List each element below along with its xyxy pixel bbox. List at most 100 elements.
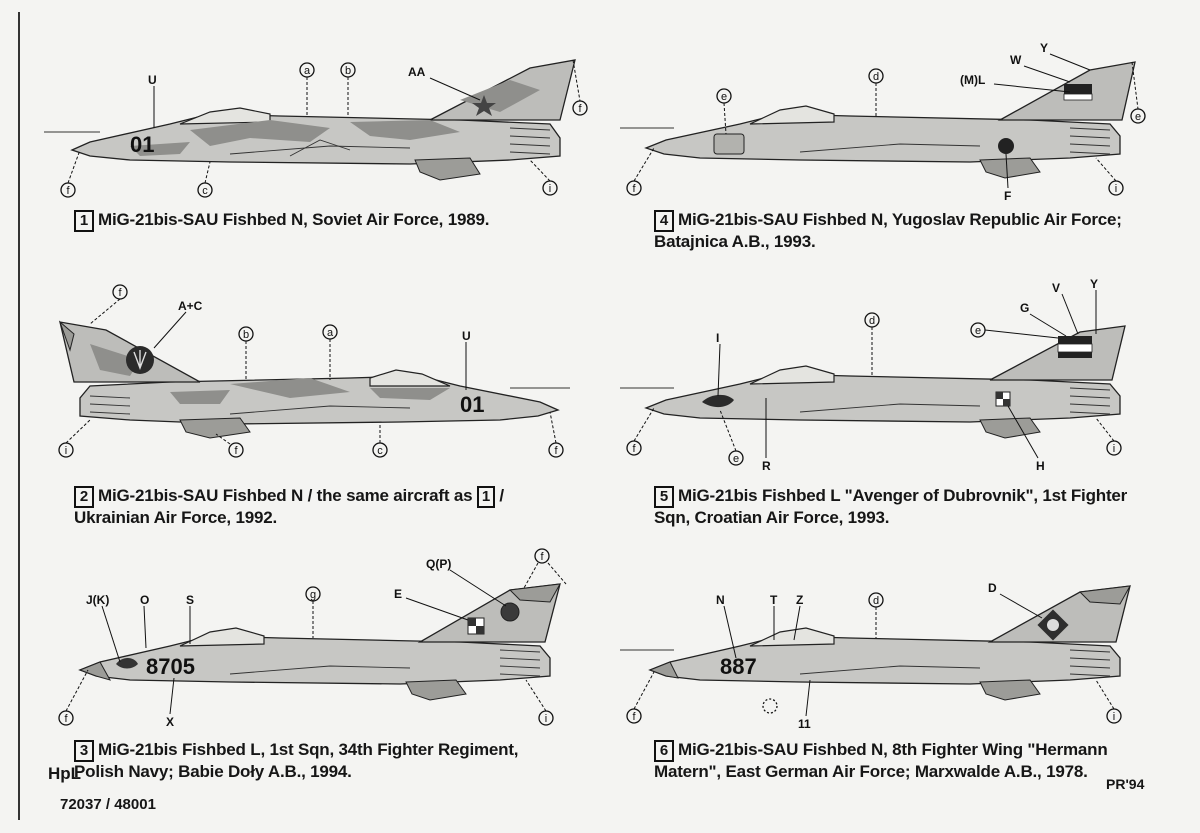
label-N: N [716, 593, 725, 607]
label-R: R [762, 459, 771, 473]
aircraft-3-number: 8705 [146, 654, 195, 679]
caption-line-2: Ukrainian Air Force, 1992. [74, 508, 277, 527]
caption-line-2: Sqn, Croatian Air Force, 1993. [654, 508, 890, 527]
label-f-belly: f [234, 445, 238, 457]
label-b: b [243, 329, 249, 341]
label-H: H [1036, 459, 1045, 473]
caption-line-1: MiG-21bis Fishbed L "Avenger of Dubrovni… [678, 486, 1128, 505]
caption-number: 5 [654, 486, 674, 508]
label-i: i [1113, 443, 1115, 455]
label-f: f [632, 443, 636, 455]
label-11: 11 [798, 717, 811, 731]
label-d: d [873, 71, 879, 83]
aircraft-4-profile: d e Y W (M)L e f i F [620, 41, 1146, 203]
label-g: g [310, 589, 316, 601]
label-i: i [549, 183, 551, 195]
label-V: V [1052, 281, 1060, 295]
label-a: a [304, 65, 311, 77]
label-b: b [345, 65, 351, 77]
label-G: G [1020, 301, 1029, 315]
aircraft-6-profile: 887 N T Z d D f 11 i [620, 581, 1131, 731]
label-d: d [869, 315, 875, 327]
caption-number: 6 [654, 740, 674, 762]
label-e-front: e [721, 91, 727, 103]
label-D: D [988, 581, 997, 595]
label-c: c [202, 185, 208, 197]
label-F: F [1004, 189, 1011, 203]
label-W: W [1010, 53, 1022, 67]
aircraft-2-number: 01 [460, 392, 484, 417]
label-S: S [186, 593, 194, 607]
label-i: i [65, 445, 67, 457]
label-AC: A+C [178, 299, 203, 313]
caption-line-2: Polish Navy; Babie Doły A.B., 1994. [74, 762, 352, 781]
label-Y: Y [1040, 41, 1048, 55]
caption-slash: / [499, 486, 504, 505]
aircraft-1-number: 01 [130, 132, 154, 157]
caption-line-1: MiG-21bis-SAU Fishbed N, 8th Fighter Win… [678, 740, 1108, 759]
aircraft-1-profile: 01 U a b AA f f c i [44, 59, 588, 198]
label-a: a [327, 327, 334, 339]
label-I: I [716, 331, 719, 345]
label-i: i [1115, 183, 1117, 195]
caption-line-1: MiG-21bis Fishbed L, 1st Sqn, 34th Fight… [98, 740, 519, 759]
label-c: c [377, 445, 383, 457]
label-f-nose: f [64, 713, 68, 725]
label-U: U [148, 73, 157, 87]
caption-line-1: MiG-21bis-SAU Fishbed N / the same aircr… [98, 486, 473, 505]
caption-number: 3 [74, 740, 94, 762]
label-O: O [140, 593, 149, 607]
label-d: d [873, 595, 879, 607]
label-T: T [770, 593, 778, 607]
caption-text: MiG-21bis-SAU Fishbed N, Soviet Air Forc… [98, 210, 490, 229]
aircraft-3-profile: 8705 J(K) O S g Q(P) E f f X i [58, 548, 567, 729]
caption-number: 4 [654, 210, 674, 232]
label-QP: Q(P) [426, 557, 451, 571]
label-e-fin: e [975, 325, 981, 337]
label-Y: Y [1090, 277, 1098, 291]
label-e-nose: e [733, 453, 739, 465]
label-f-fin: f [540, 551, 544, 563]
label-i: i [545, 713, 547, 725]
caption-number: 1 [74, 210, 94, 232]
product-code: 72037 / 48001 [60, 796, 156, 813]
maker-logo: HpL [48, 764, 82, 783]
instruction-sheet [18, 12, 1182, 820]
caption-ref: 1 [476, 486, 495, 508]
label-i: i [1113, 711, 1115, 723]
caption-line-1: MiG-21bis-SAU Fishbed N, Yugoslav Republ… [678, 210, 1122, 229]
aircraft-5-profile: d e G V Y I f e R H i [620, 277, 1126, 473]
artist-signature: PR'94 [1106, 776, 1145, 792]
label-f-nose: f [66, 185, 70, 197]
label-E: E [394, 587, 402, 601]
label-f: f [632, 183, 636, 195]
caption-line-2: Matern", East German Air Force; Marxwald… [654, 762, 1088, 781]
label-AA: AA [408, 65, 426, 79]
label-JK: J(K) [86, 593, 109, 607]
caption-line-2: Batajnica A.B., 1993. [654, 232, 816, 251]
aircraft-2-profile: 01 f A+C b a U i f c f [58, 284, 570, 458]
label-Z: Z [796, 593, 803, 607]
label-f-nose: f [554, 445, 558, 457]
label-U: U [462, 329, 471, 343]
label-X: X [166, 715, 174, 729]
label-f-tail: f [578, 103, 582, 115]
label-e-tail: e [1135, 111, 1141, 123]
aircraft-6-number: 887 [720, 654, 757, 679]
caption-number: 2 [74, 486, 94, 508]
label-f: f [632, 711, 636, 723]
label-ML: (M)L [960, 73, 985, 87]
label-f-fin: f [118, 287, 122, 299]
